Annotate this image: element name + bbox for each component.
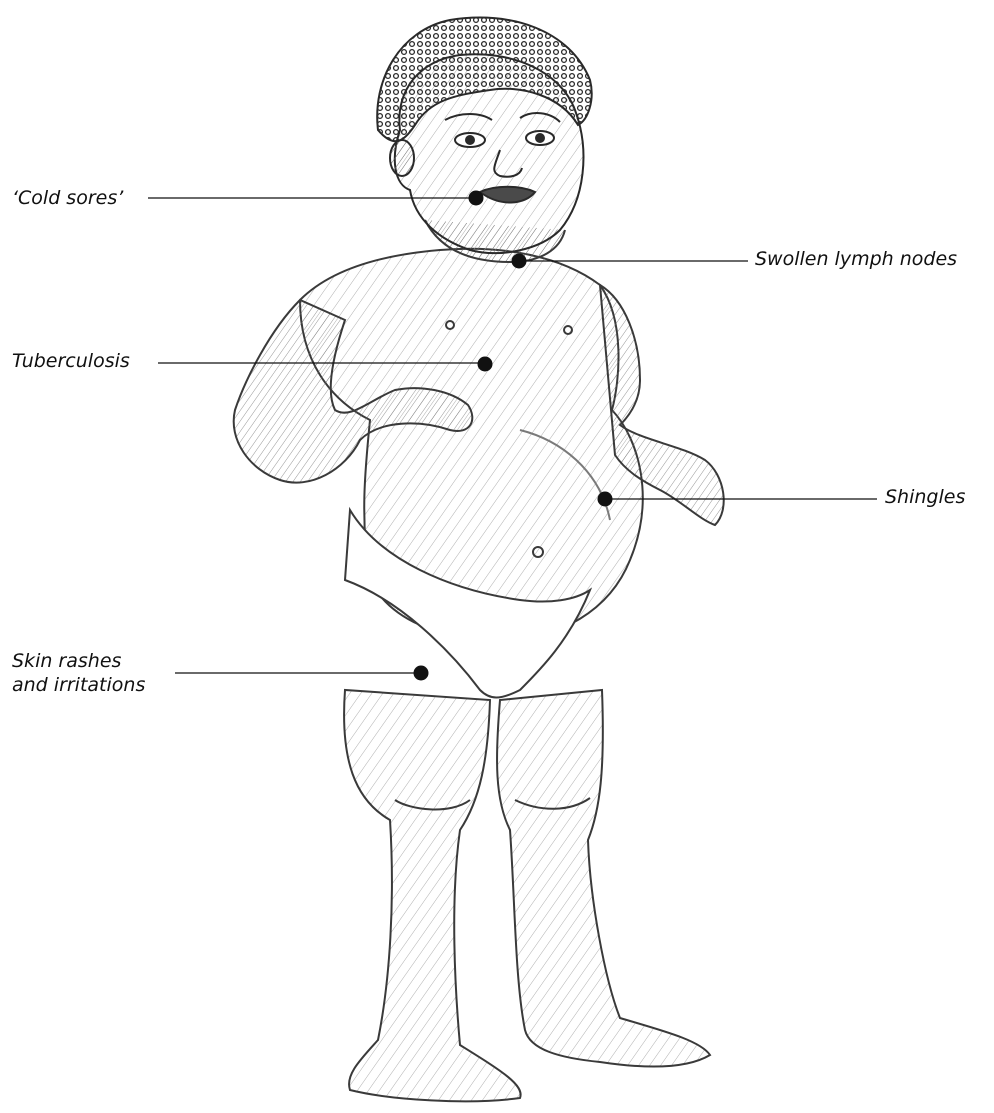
tuberculosis-label: Tuberculosis bbox=[12, 349, 130, 373]
right-pupil bbox=[536, 134, 544, 142]
skin-rashes-label: Skin rashes and irritations bbox=[12, 649, 145, 697]
skin-rashes-line1: Skin rashes bbox=[12, 649, 145, 673]
lymph-nodes-dot bbox=[512, 254, 527, 269]
swollen-lymph-nodes-label: Swollen lymph nodes bbox=[755, 247, 957, 271]
right-leg bbox=[497, 690, 710, 1066]
torso-sketch bbox=[300, 249, 643, 698]
cold-sores-label: ‘Cold sores’ bbox=[12, 186, 123, 210]
left-leg bbox=[344, 690, 521, 1101]
head-sketch bbox=[377, 18, 591, 254]
skin-rashes-dot bbox=[414, 666, 429, 681]
tuberculosis-dot bbox=[478, 357, 493, 372]
shingles-label: Shingles bbox=[885, 485, 965, 509]
skin-rashes-line2: and irritations bbox=[12, 673, 145, 697]
left-pupil bbox=[466, 136, 474, 144]
cold-sores-dot bbox=[469, 191, 484, 206]
left-ear bbox=[390, 140, 414, 176]
legs-sketch bbox=[344, 690, 710, 1101]
shingles-dot bbox=[598, 492, 613, 507]
